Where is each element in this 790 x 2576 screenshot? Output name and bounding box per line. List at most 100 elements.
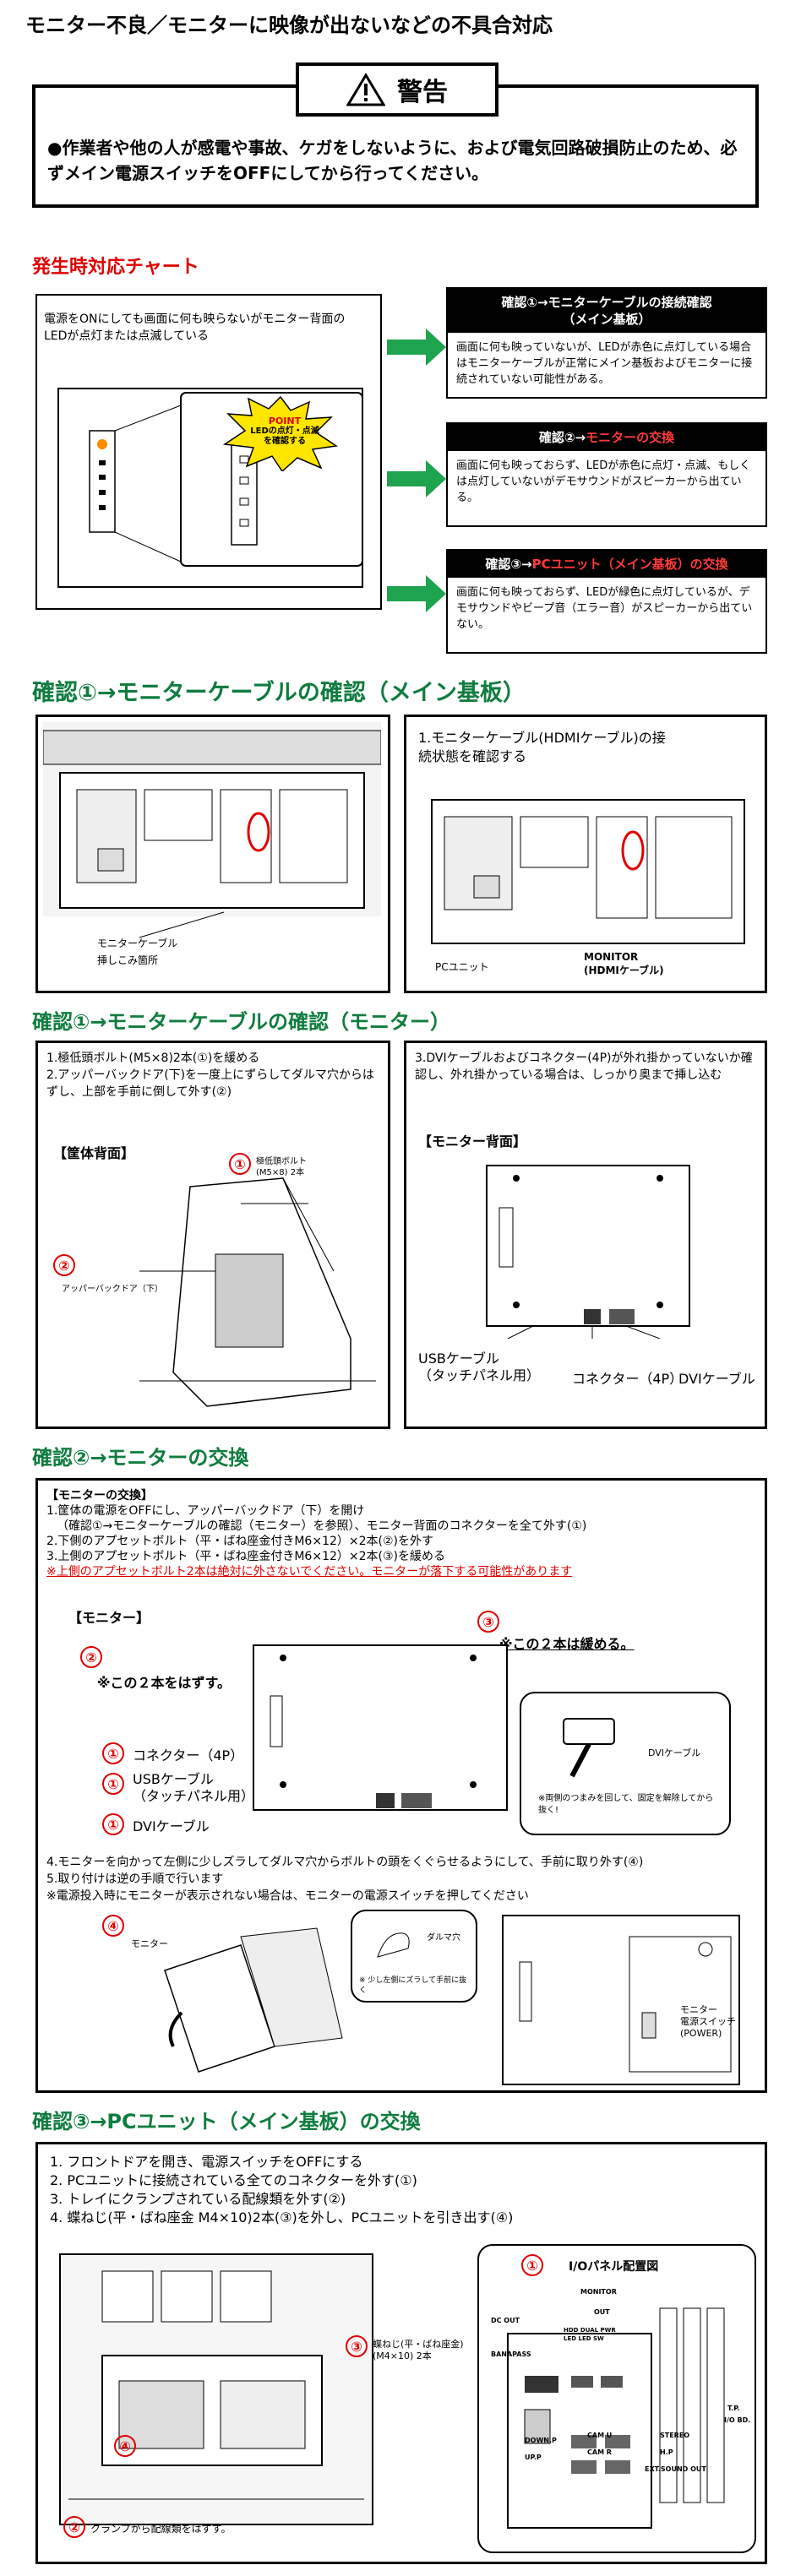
io-label-down-p: DOWN.P — [525, 2437, 557, 2444]
check-box-2-head: 確認②→モニターの交換 — [448, 424, 765, 451]
sec1-pc-label: PCユニット — [435, 961, 489, 973]
sec3-step-1b: （確認①→モニターケーブルの確認（モニター）を参照）、モニター背面のコネクターを… — [57, 1519, 587, 1533]
sec3-sub: 【モニターの交換】 — [46, 1489, 153, 1503]
sec3-heading: 確認②→モニターの交換 — [32, 1446, 249, 1470]
io-label-hdd: HDD DUAL PWR — [564, 2327, 616, 2334]
sec3-dvi-label: DVIケーブル — [133, 1818, 210, 1834]
sec2-cabinet-label: 【筐体背面】 — [53, 1145, 135, 1161]
sec2-marker-1: ① — [229, 1153, 251, 1175]
io-label-cam-u: CAM U — [587, 2432, 613, 2439]
cabinet-illustration — [139, 1177, 376, 1407]
sec3-keep-label: ※この２本は緩める。 — [499, 1636, 635, 1652]
sec1-right-panel: 1.モニターケーブル(HDMIケーブル)の接続状態を確認する PCユニット MO… — [404, 715, 767, 993]
check-box-2-head-a: 確認②→ — [538, 430, 586, 445]
page-title: モニター不良／モニターに映像が出ないなどの不具合対応 — [25, 14, 553, 37]
io-label-dc-out: DC OUT — [491, 2317, 520, 2324]
sec3-remove-label: ※この２本をはずす。 — [97, 1675, 231, 1691]
io-label-monitor: MONITOR — [580, 2288, 617, 2296]
io-label-hp: H.P — [660, 2448, 673, 2456]
sec3-monitor-label: 【モニター】 — [68, 1610, 150, 1626]
io-label-ext-sound: EXT.SOUND OUT — [645, 2465, 706, 2473]
sec4-step-1: 1. フロントドアを開き、電源スイッチをOFFにする — [50, 2154, 363, 2170]
sec3-dvi-callout-label: DVIケーブル — [648, 1747, 701, 1758]
check-box-1-head: 確認①→モニターケーブルの接続確認 （メイン基板） — [448, 289, 765, 333]
sec4-step-2: 2. PCユニットに接続されている全てのコネクターを外す(①) — [50, 2172, 417, 2188]
sec2-right-panel: 3.DVIケーブルおよびコネクター(4P)が外れ掛かっていないか確認し、外れ掛か… — [404, 1041, 767, 1429]
chart-intro-box: 電源をONにしても画面に何も映らないがモニター背面のLEDが点灯または点滅してい… — [35, 294, 382, 610]
sec2-left-panel: 1.極低頭ボルト(M5×8)2本(①)を緩める 2.アッパーバックドア(下)を一… — [35, 1041, 390, 1429]
sec3-panel: 【モニターの交換】 1.筐体の電源をOFFにし、アッパーバックドア（下）を開け … — [35, 1478, 767, 2093]
sec2-heading: 確認①→モニターケーブルの確認（モニター） — [32, 1010, 450, 1034]
sec2-bolt-label: 極低頭ボルト(M5×8) 2本 — [256, 1157, 307, 1177]
sec1-right-text: 1.モニターケーブル(HDMIケーブル)の接続状態を確認する — [418, 730, 666, 764]
sec3-marker-1a: ① — [102, 1742, 124, 1764]
point-text: LEDの点灯・点滅を確認する — [250, 427, 319, 446]
sec3-note: ※電源投入時にモニターが表示されない場合は、モニターの電源スイッチを押してくださ… — [46, 1889, 529, 1903]
check-box-1-head-b: （メイン基板） — [562, 312, 651, 327]
sec3-step-3: 3.上側のアプセットボルト（平・ばね座金付きM6×12）×2本(③)を緩める — [46, 1550, 445, 1563]
sec4-step-4: 4. 蝶ねじ(平・ばね座金 M4×10)2本(③)を外し、PCユニットを引き出す… — [50, 2209, 514, 2225]
check-box-3: 確認③→PCユニット（メイン基板）の交換 画面に何も映っておらず、LEDが緑色に… — [446, 549, 767, 654]
point-burst-icon — [222, 395, 339, 471]
sec4-io-title: I/Oパネル配置図 — [569, 2260, 659, 2274]
monitor-back-diagram — [486, 1165, 690, 1339]
chart-arrow-2 — [387, 460, 446, 497]
sec3-removal-illustration — [164, 1927, 343, 2073]
sec1-left-label: モニターケーブル 挿しこみ箇所 — [97, 937, 178, 966]
io-label-led: LED LED SW — [564, 2335, 604, 2342]
sec4-marker-1: ① — [521, 2254, 543, 2276]
io-label-out: OUT — [594, 2308, 610, 2316]
check-box-2-head-c: モニターの交換 — [586, 430, 675, 445]
sec3-monitor-diagram — [253, 1644, 508, 1811]
sec2-door-label: アッパーバックドア（下） — [62, 1285, 163, 1294]
check-box-3-head-c: PCユニット（メイン基板）の交換 — [531, 557, 728, 572]
pc-unit-illustration — [431, 799, 745, 944]
sec2-left-text-1: 1.極低頭ボルト(M5×8)2本(①)を緩める — [46, 1052, 260, 1065]
sec3-marker-4: ④ — [102, 1915, 124, 1937]
chart-heading: 発生時対応チャート — [32, 257, 199, 278]
chart-arrow-3 — [387, 575, 446, 612]
sec3-step-5: 5.取り付けは逆の手順で行います — [46, 1872, 224, 1886]
io-label-io-bd: I/O BD. — [724, 2416, 751, 2424]
check-box-3-head-a: 確認③→ — [485, 557, 532, 572]
sec3-step-2: 2.下側のアプセットボルト（平・ばね座金付きM6×12）×2本(②)を外す — [46, 1535, 433, 1548]
sec1-monitor-label: MONITOR (HDMIケーブル) — [584, 951, 664, 976]
check-box-3-body: 画面に何も映っておらず、LEDが緑色に点灯しているが、デモサウンドやビープ音（エ… — [456, 586, 753, 631]
check-box-1-head-a: 確認①→モニターケーブルの接続確認 — [501, 295, 712, 310]
sec3-dvi-note: ※両側のつまみを回して、固定を解除してから抜く! — [538, 1794, 714, 1815]
sec2-left-text-2: 2.アッパーバックドア(下)を一度上にずらしてダルマ穴からはずし、上部を手前に倒… — [46, 1068, 374, 1099]
sec1-left-panel: モニターケーブル 挿しこみ箇所 — [35, 715, 390, 993]
warning-heading: 警告 — [296, 62, 499, 117]
check-box-3-head: 確認③→PCユニット（メイン基板）の交換 — [448, 551, 765, 578]
io-label-up-p: UP.P — [525, 2454, 542, 2461]
hand-icon — [377, 1932, 410, 1958]
sec2-dvi-label: DVIケーブル — [678, 1371, 755, 1387]
chart-intro-text: 電源をONにしても画面に何も映らないがモニター背面のLEDが点灯または点滅してい… — [44, 312, 346, 343]
sec3-step-4: 4.モニターを向かって左側に少しズラしてダルマ穴からボルトの頭をくぐらせるように… — [46, 1856, 644, 1869]
sec3-caution: ※上側のアプセットボルト2本は絶対に外さないでください。モニターが落下する可能性… — [46, 1565, 573, 1579]
warning-text: ●作業者や他の人が感電や事故、ケガをしないように、および電気回路破損防止のため、… — [47, 138, 738, 183]
sec4-heading: 確認③→PCユニット（メイン基板）の交換 — [32, 2110, 421, 2133]
sec2-monitor-back-label: 【モニター背面】 — [418, 1133, 527, 1149]
sec1-left-leader — [139, 911, 225, 938]
sec3-daruma-label: ダルマ穴 — [427, 1933, 460, 1943]
check-box-2-body: 画面に何も映っておらず、LEDが赤色に点灯・点滅、もしくは点灯していないがデモサ… — [456, 459, 751, 504]
io-label-cam-r: CAM R — [587, 2448, 612, 2456]
check-box-2: 確認②→モニターの交換 画面に何も映っておらず、LEDが赤色に点灯・点滅、もしく… — [446, 422, 767, 527]
dvi-plug-icon — [563, 1718, 615, 1778]
sec1-heading: 確認①→モニターケーブルの確認（メイン基板） — [32, 680, 526, 706]
io-label-stereo: STEREO — [660, 2432, 690, 2439]
sec4-step-3: 3. トレイにクランプされている配線類を外す(②) — [50, 2191, 346, 2207]
sec3-marker-2: ② — [80, 1646, 102, 1668]
io-label-tp: T.P. — [727, 2405, 740, 2412]
sec4-panel: 1. フロントドアを開き、電源スイッチをOFFにする 2. PCユニットに接続さ… — [35, 2142, 767, 2564]
sec4-clamp-label: クランプから配線類をはずす。 — [90, 2523, 232, 2535]
sec3-daruma-callout: ダルマ穴 ※ 少し左側にズラして手前に抜く — [351, 1910, 477, 2003]
sec4-screw-label: 蝶ねじ(平・ばね座金) (M4×10) 2本 — [373, 2339, 464, 2361]
point-callout: POINT LEDの点灯・点滅を確認する — [247, 416, 323, 447]
chart-arrow-1 — [387, 329, 446, 366]
io-label-banapass: BANAPASS — [491, 2350, 531, 2358]
mainboard-illustration — [43, 722, 381, 916]
check-box-1-body: 画面に何も映っていないが、LEDが赤色に点灯している場合はモニターケーブルが正常… — [456, 341, 753, 386]
sec4-marker-4: ④ — [114, 2435, 136, 2457]
